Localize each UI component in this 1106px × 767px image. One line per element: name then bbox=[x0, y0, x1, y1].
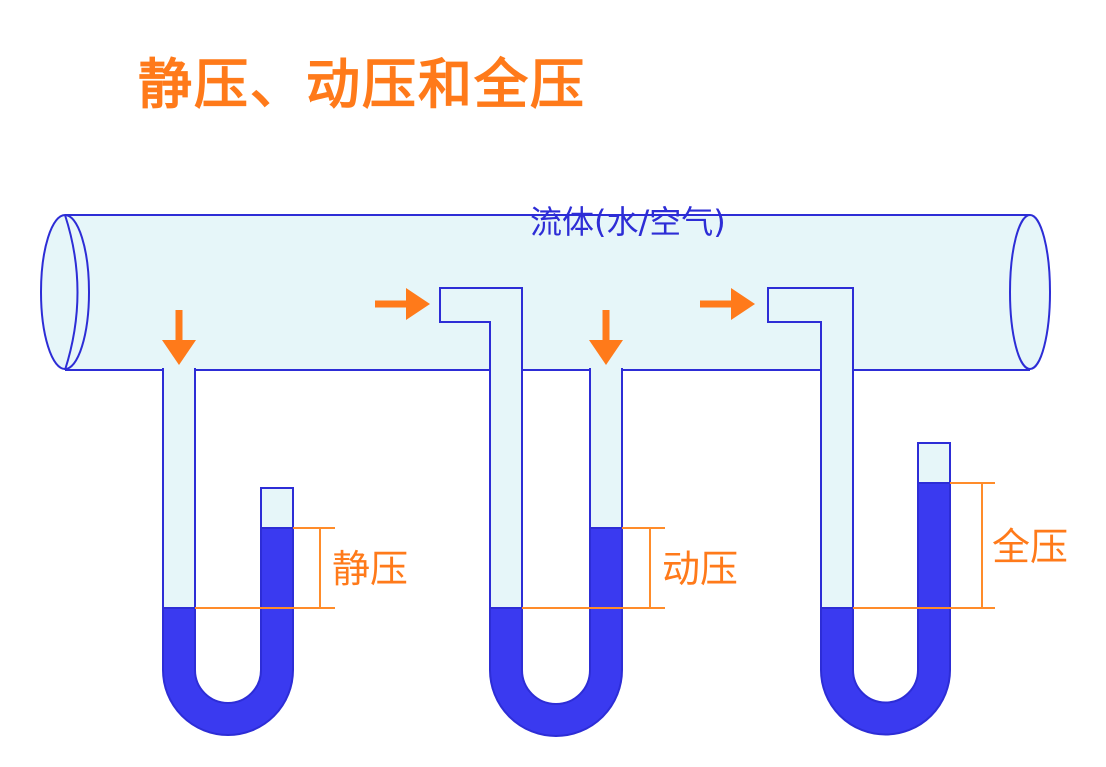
liquid-column bbox=[162, 527, 294, 736]
gauge-label-dynamic: 动压 bbox=[662, 547, 738, 591]
pipe-right-end bbox=[1009, 214, 1051, 370]
arrow-right-icon bbox=[375, 288, 430, 320]
gauge-total: 全压 bbox=[700, 287, 1068, 736]
fluid-label: 流体(水/空气) bbox=[530, 203, 726, 241]
pipe-left-end bbox=[40, 214, 90, 370]
gauge-label-static: 静压 bbox=[332, 547, 408, 591]
arrow-right-icon bbox=[700, 288, 755, 320]
main-pipe bbox=[40, 214, 1051, 371]
arrow-down-icon bbox=[589, 310, 623, 365]
gauge-static: 静压 bbox=[162, 310, 408, 736]
liquid-column bbox=[489, 527, 623, 737]
pipe-body bbox=[65, 215, 1030, 370]
gauge-label-total: 全压 bbox=[992, 525, 1068, 569]
arrow-down-icon bbox=[162, 310, 196, 365]
gauge-dynamic: 动压 bbox=[375, 287, 738, 737]
page-title: 静压、动压和全压 bbox=[138, 53, 586, 116]
